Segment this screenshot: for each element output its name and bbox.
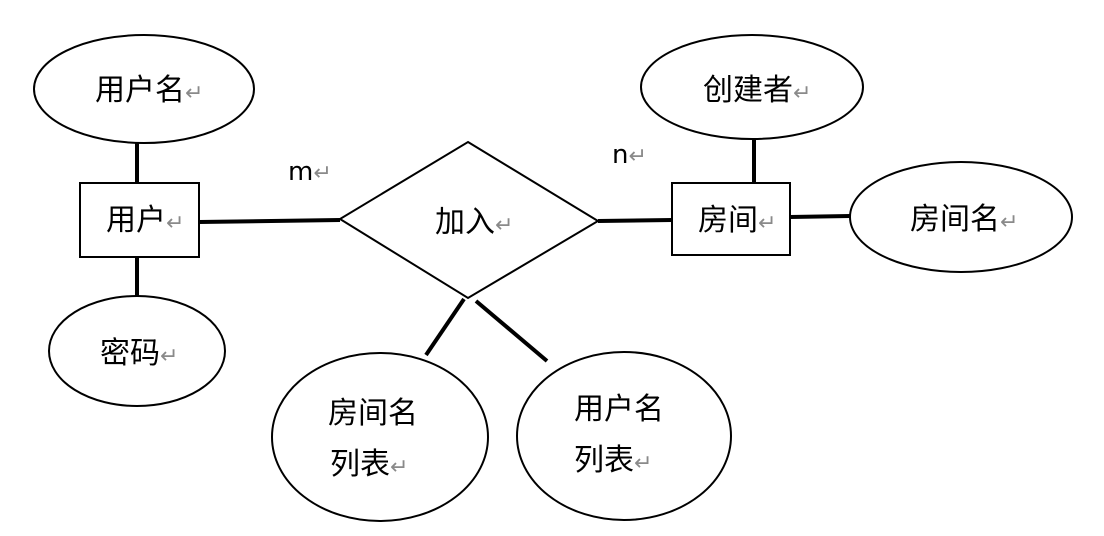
edge-join-roomnamelist: [424, 297, 466, 357]
svg-text:房间名: 房间名: [328, 396, 418, 431]
return-mark: ↵: [313, 161, 331, 186]
attribute-creator: 创建者↵: [640, 34, 864, 140]
edge-join-room: [597, 218, 673, 223]
attribute-password-label: 密码: [100, 336, 160, 371]
relationship-join-label: 加入: [435, 205, 495, 240]
return-mark: ↵: [185, 81, 203, 106]
entity-room-label: 房间: [698, 203, 758, 238]
svg-text:列表↵: 列表↵: [574, 443, 652, 478]
svg-text:m↵: m↵: [288, 157, 332, 187]
svg-text:用户↵: 用户↵: [106, 203, 184, 238]
return-mark: ↵: [495, 213, 513, 238]
attribute-room-name-label: 房间名: [910, 202, 1000, 237]
return-mark: ↵: [793, 81, 811, 106]
edge-user-join: [198, 218, 341, 224]
attribute-room-name: 房间名↵: [849, 161, 1073, 273]
return-mark: ↵: [758, 211, 776, 236]
svg-text:用户名: 用户名: [574, 392, 664, 427]
edge-room-roomname: [789, 214, 851, 219]
svg-text:加入↵: 加入↵: [435, 205, 513, 240]
entity-room: 房间↵: [671, 182, 791, 256]
attribute-username-list: 用户名 列表↵: [516, 351, 732, 521]
attribute-room-name-list: 房间名 列表↵: [271, 352, 489, 522]
attribute-password: 密码↵: [48, 295, 226, 407]
attribute-room-name-list-line1: 房间名: [328, 396, 418, 431]
entity-user-label: 用户: [106, 203, 166, 238]
svg-text:房间↵: 房间↵: [698, 203, 776, 238]
attribute-room-name-list-line2: 列表: [330, 447, 390, 482]
svg-text:密码↵: 密码↵: [100, 336, 178, 371]
edge-join-usernamelist: [474, 299, 549, 363]
svg-text:创建者↵: 创建者↵: [703, 73, 811, 108]
return-mark: ↵: [628, 144, 646, 169]
return-mark: ↵: [390, 455, 408, 480]
attribute-username-list-line1: 用户名: [574, 392, 664, 427]
attribute-creator-label: 创建者: [703, 73, 793, 108]
return-mark: ↵: [1000, 210, 1018, 235]
svg-text:房间名↵: 房间名↵: [910, 202, 1018, 237]
attribute-username-label: 用户名: [95, 73, 185, 108]
return-mark: ↵: [166, 211, 184, 236]
entity-user: 用户↵: [79, 182, 200, 258]
attribute-username: 用户名↵: [33, 34, 255, 144]
svg-text:列表↵: 列表↵: [330, 447, 408, 482]
svg-text:用户名↵: 用户名↵: [95, 73, 203, 108]
svg-text:n↵: n↵: [612, 140, 647, 170]
return-mark: ↵: [160, 344, 178, 369]
cardinality-n: n: [612, 140, 628, 170]
attribute-username-list-line2: 列表: [574, 443, 634, 478]
return-mark: ↵: [634, 451, 652, 476]
cardinality-m: m: [288, 157, 313, 187]
relationship-join: 加入↵: [338, 140, 600, 300]
